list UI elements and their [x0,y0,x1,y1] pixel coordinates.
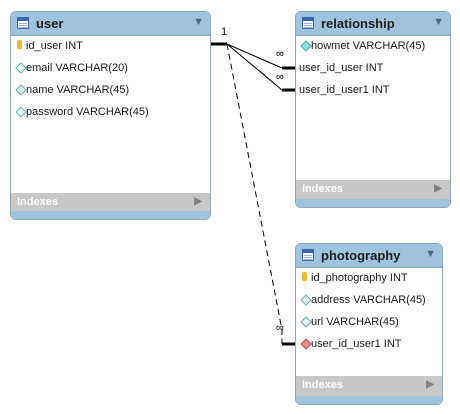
table-name: relationship [321,16,395,31]
column-diamond-icon [15,62,27,74]
indexes-section[interactable]: Indexes ▶ [296,180,450,200]
table-name: user [36,16,64,31]
column-row[interactable]: user_id_user1 INT [296,334,442,356]
foreign-key-icon [300,338,312,350]
table-footer [296,396,442,404]
column-name: id_user INT [26,40,83,52]
relationship-table[interactable]: relationship ▼ howmet VARCHAR(45) user_i… [295,11,451,208]
primary-key-icon [17,40,22,49]
photography-table[interactable]: photography ▼ id_photography INT address… [295,243,443,405]
table-icon [302,249,314,261]
column-name: name VARCHAR(45) [26,84,130,96]
column-row[interactable]: address VARCHAR(45) [296,290,442,312]
column-name: user_id_user1 INT [299,84,390,96]
column-row[interactable]: user_id_user INT [296,58,450,80]
indexes-label: Indexes [17,196,58,208]
one-cardinality-label: 1 [221,26,228,38]
primary-key-icon [302,272,307,281]
column-name: password VARCHAR(45) [26,106,149,118]
column-diamond-icon [300,294,312,306]
user-table[interactable]: user ▼ id_user INT email VARCHAR(20) nam… [10,11,211,220]
column-name: id_photography INT [311,272,408,284]
column-name: user_id_user INT [299,62,384,74]
column-row[interactable]: id_user INT [11,36,210,58]
relation-line-user-id-user1 [226,43,283,91]
table-header[interactable]: photography ▼ [296,244,442,268]
column-diamond-icon [300,316,312,328]
relation-line-photography [226,43,283,344]
relation-line-user-id-user [226,43,283,69]
collapse-arrow-icon[interactable]: ▼ [425,248,436,260]
indexes-label: Indexes [302,379,343,391]
expand-arrow-icon[interactable]: ▶ [194,196,202,207]
column-row[interactable]: name VARCHAR(45) [11,80,210,102]
column-row[interactable]: id_photography INT [296,268,442,290]
many-cardinality-label: ∞ [276,71,284,83]
table-icon [302,17,314,29]
collapse-arrow-icon[interactable]: ▼ [193,16,204,28]
table-footer [296,199,450,207]
indexes-section[interactable]: Indexes ▶ [296,376,442,396]
table-footer [11,211,210,219]
table-header[interactable]: relationship ▼ [296,12,450,36]
column-row[interactable]: email VARCHAR(20) [11,58,210,80]
many-cardinality-label: ∞ [276,48,284,60]
column-filled-diamond-icon [300,40,312,52]
column-name: email VARCHAR(20) [26,62,128,74]
column-row[interactable]: user_id_user1 INT [296,80,450,102]
column-row[interactable]: url VARCHAR(45) [296,312,442,334]
expand-arrow-icon[interactable]: ▶ [434,183,442,194]
many-cardinality-label: ∞ [276,322,284,334]
column-name: address VARCHAR(45) [311,294,426,306]
column-diamond-icon [15,84,27,96]
indexes-section[interactable]: Indexes ▶ [11,193,210,213]
column-row[interactable]: howmet VARCHAR(45) [296,36,450,58]
collapse-arrow-icon[interactable]: ▼ [433,16,444,28]
column-diamond-icon [15,106,27,118]
column-row[interactable]: password VARCHAR(45) [11,102,210,124]
table-name: photography [321,248,401,263]
expand-arrow-icon[interactable]: ▶ [426,379,434,390]
column-name: url VARCHAR(45) [311,316,399,328]
table-icon [17,17,29,29]
table-header[interactable]: user ▼ [11,12,210,36]
indexes-label: Indexes [302,183,343,195]
column-name: user_id_user1 INT [311,338,402,350]
column-name: howmet VARCHAR(45) [311,40,426,52]
